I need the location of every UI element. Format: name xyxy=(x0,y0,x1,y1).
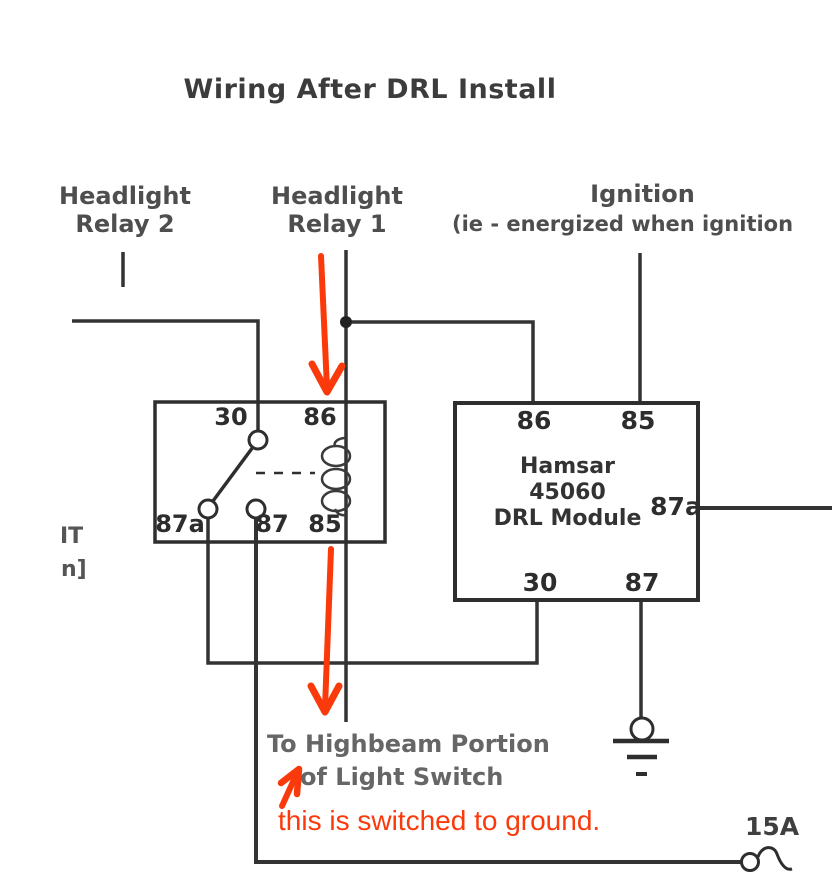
ground-annotation-text: this is switched to ground. xyxy=(278,805,601,836)
label-ignition: Ignition xyxy=(590,180,695,208)
relay-switch-arm xyxy=(211,445,255,503)
drl-terminal-30-label: 30 xyxy=(522,568,558,597)
clipped-left-text-line2: n] xyxy=(61,557,87,582)
wire-junction-dot xyxy=(340,316,352,328)
junction-to-drl-86-wire xyxy=(346,320,535,403)
drl-module-name-line1: Hamsar xyxy=(520,454,615,479)
highbeam-note-line2: of Light Switch xyxy=(300,763,504,791)
label-headlight-relay-1-line2: Relay 1 xyxy=(287,210,387,238)
drl-module-name-line2: 45060 xyxy=(529,480,606,505)
drl-module-name-line3: DRL Module xyxy=(493,506,642,531)
drl-terminal-86-label: 86 xyxy=(516,406,552,435)
fuse-symbol xyxy=(740,846,793,872)
label-headlight-relay-2-line2: Relay 2 xyxy=(75,210,175,238)
relay-terminal-85-label: 85 xyxy=(308,510,342,538)
label-headlight-relay-1-line1: Headlight xyxy=(271,182,403,210)
arrow-to-relay-86 xyxy=(308,253,346,396)
drl-terminal-87-label: 87 xyxy=(624,568,660,597)
relay-terminal-30-contact xyxy=(247,429,269,451)
clipped-left-text-line1: IT xyxy=(60,524,84,549)
relay-terminal-87a-label: 87a xyxy=(155,510,205,538)
label-headlight-relay-1: Headlight Relay 1 xyxy=(262,182,412,238)
headlight-relay-box xyxy=(153,400,387,544)
relay-terminal-86-label: 86 xyxy=(303,403,337,431)
relay-87-to-fuse-wire xyxy=(254,518,741,864)
label-headlight-relay-2-line1: Headlight xyxy=(59,182,191,210)
relay-terminal-87-contact xyxy=(245,498,267,520)
label-headlight-relay-2: Headlight Relay 2 xyxy=(50,182,200,238)
drl-module-name: Hamsar 45060 DRL Module xyxy=(480,454,655,532)
relay2-to-relay-30-wire xyxy=(72,319,260,430)
highbeam-note-line1: To Highbeam Portion xyxy=(267,730,550,758)
drl-terminal-87a-label: 87a xyxy=(650,492,702,521)
relay-coil xyxy=(320,436,352,517)
ground-symbol xyxy=(613,716,669,776)
label-ignition-detail: (ie - energized when ignition xyxy=(452,212,794,236)
relay-terminal-30-label: 30 xyxy=(214,403,248,431)
relay-terminal-87-label: 87 xyxy=(255,510,289,538)
relay-87a-to-drl-30-wire xyxy=(206,518,539,665)
relay-terminal-87a-contact xyxy=(197,498,219,520)
drl-module-box xyxy=(453,401,700,602)
arrow-to-light-switch-note xyxy=(277,765,303,809)
fuse-rating-label: 15A xyxy=(745,812,800,841)
drl-terminal-85-label: 85 xyxy=(620,406,656,435)
arrow-to-highbeam-wire xyxy=(307,546,343,716)
diagram-title: Wiring After DRL Install xyxy=(183,74,557,105)
